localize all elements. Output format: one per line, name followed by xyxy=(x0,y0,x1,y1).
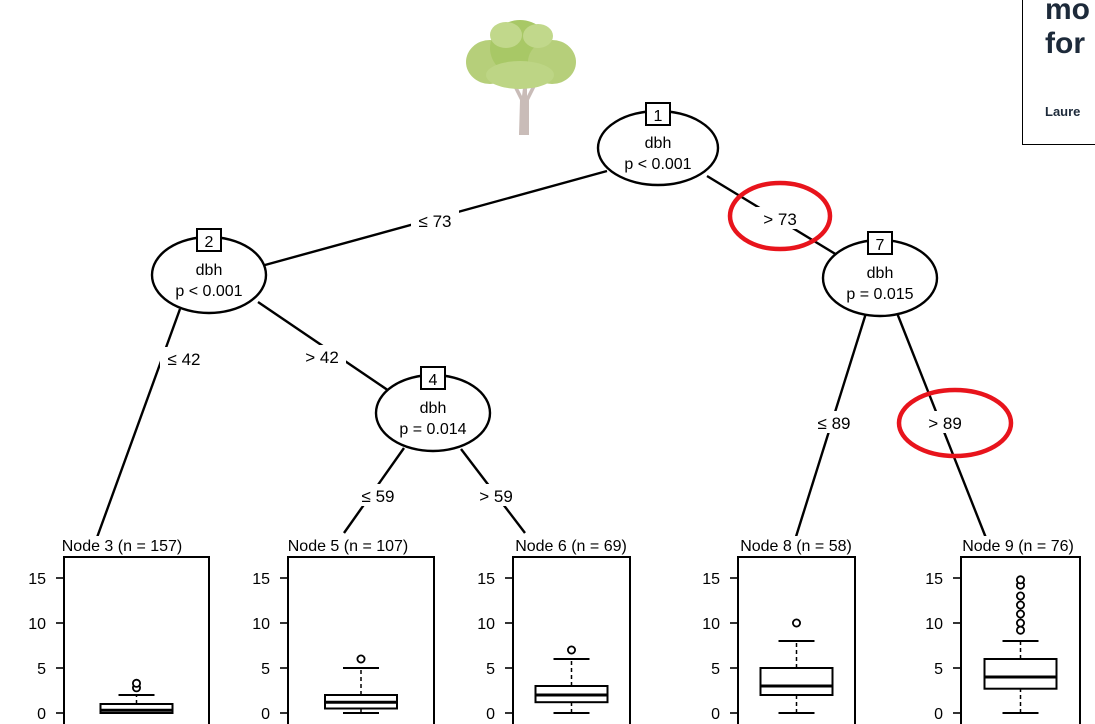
node-1-variable: dbh xyxy=(645,135,672,152)
node-7-id-box xyxy=(867,231,893,255)
edge-label-bg-2-3 xyxy=(160,347,208,369)
terminal-9-outlier-3 xyxy=(1016,600,1026,610)
terminal-8-box xyxy=(759,667,834,696)
terminal-3-ytick-label-0: 0 xyxy=(37,706,46,723)
terminal-6-outlier-0 xyxy=(567,645,577,655)
terminal-3-ytick-label-10: 10 xyxy=(28,616,46,633)
terminal-8-ytick-label-5: 5 xyxy=(711,661,720,678)
edge-label-bg-1-2 xyxy=(411,209,459,231)
terminal-5-ytick-label-5: 5 xyxy=(261,661,270,678)
edge-label-1-7: > 73 xyxy=(763,210,797,229)
terminal-node-9: Node 9 (n = 76) 0 5 10 15 xyxy=(925,536,1081,724)
edge-label-bg-7-9 xyxy=(921,411,969,433)
edge-label-bg-4-5 xyxy=(354,484,402,506)
terminal-6-ytick-label-5: 5 xyxy=(486,661,495,678)
node-4-id: 4 xyxy=(429,372,438,389)
terminal-5-ytick-label-10: 10 xyxy=(252,616,270,633)
terminal-node-6: Node 6 (n = 69) 0 5 10 15 xyxy=(477,536,633,724)
terminal-5-ytick-label-15: 15 xyxy=(252,571,270,588)
terminal-6-ytick-label-0: 0 xyxy=(486,706,495,723)
node-1-pvalue: p < 0.001 xyxy=(624,156,691,173)
corner-title-card: mo for Laure xyxy=(1022,0,1095,145)
terminal-8-outlier-0 xyxy=(792,618,802,628)
terminal-3-ytick-label-5: 5 xyxy=(37,661,46,678)
corner-author: Laure xyxy=(1045,104,1081,119)
terminal-node-5: Node 5 (n = 107) 0 5 10 15 xyxy=(252,536,435,724)
terminal-5-title: Node 5 (n = 107) xyxy=(288,538,409,555)
edge-label-4-6: > 59 xyxy=(479,487,513,506)
terminal-6-ytick-label-15: 15 xyxy=(477,571,495,588)
node-7-id: 7 xyxy=(876,237,885,254)
node-2-id-box xyxy=(196,228,222,252)
node-4-id-box xyxy=(420,366,446,390)
terminal-9-outlier-1 xyxy=(1016,618,1026,628)
corner-title-line1: mo xyxy=(1045,0,1090,26)
terminal-9-box xyxy=(983,658,1058,690)
terminal-6-title: Node 6 (n = 69) xyxy=(515,538,627,555)
terminal-node-3: Node 3 (n = 157) 0 5 10 15 xyxy=(28,536,210,724)
edge-label-bg-4-6 xyxy=(472,484,520,506)
terminal-3-outlier-1 xyxy=(131,678,141,688)
edge-label-bg-1-7 xyxy=(756,207,804,229)
terminal-8-ytick-label-0: 0 xyxy=(711,706,720,723)
node-4-variable: dbh xyxy=(420,400,447,417)
tree-edges xyxy=(93,169,990,544)
edge-labels: ≤ 73 > 73 ≤ 42 > 42 ≤ 59 > 59 ≤ 89 > 89 xyxy=(160,207,969,506)
terminal-9-ytick-label-5: 5 xyxy=(934,661,943,678)
inner-nodes: 1 dbh p < 0.001 2 dbh p < 0.001 4 dbh p = 0.014 7… xyxy=(150,102,939,453)
terminal-3-box xyxy=(99,703,174,714)
terminal-9-title-bg xyxy=(956,536,1080,556)
edge-label-1-2: ≤ 73 xyxy=(419,212,452,231)
edge-label-bg-2-4 xyxy=(298,345,346,367)
edge-label-7-8: ≤ 89 xyxy=(818,414,851,433)
node-2-pvalue: p < 0.001 xyxy=(175,283,242,300)
edge-label-7-9: > 89 xyxy=(928,414,962,433)
terminal-8-title-bg xyxy=(734,536,858,556)
highlight-circle-7-9 xyxy=(896,387,1014,459)
terminal-9-ytick-label-0: 0 xyxy=(934,706,943,723)
terminal-9-outlier-6 xyxy=(1016,575,1026,585)
edge-label-2-4: > 42 xyxy=(305,348,339,367)
terminal-5-outlier-0 xyxy=(356,654,366,664)
terminal-3-frame xyxy=(63,556,210,724)
node-4-pvalue: p = 0.014 xyxy=(399,421,466,438)
terminal-nodes: Node 3 (n = 157) 0 5 10 15 Node 5 (n = 107) 0 5… xyxy=(28,536,1081,724)
corner-title-line2: for xyxy=(1045,27,1085,60)
terminal-9-outlier-0 xyxy=(1016,625,1026,635)
terminal-9-ytick-label-10: 10 xyxy=(925,616,943,633)
terminal-9-title: Node 9 (n = 76) xyxy=(962,538,1074,555)
tree-icon xyxy=(466,20,576,135)
terminal-3-title: Node 3 (n = 157) xyxy=(62,538,183,555)
terminal-6-title-bg xyxy=(509,536,633,556)
node-1-id: 1 xyxy=(654,108,663,125)
terminal-8-ytick-label-15: 15 xyxy=(702,571,720,588)
edge-label-2-3: ≤ 42 xyxy=(168,350,201,369)
terminal-8-title: Node 8 (n = 58) xyxy=(740,538,852,555)
terminal-8-ytick-label-10: 10 xyxy=(702,616,720,633)
highlight-circles xyxy=(727,180,1014,459)
edge-label-4-5: ≤ 59 xyxy=(362,487,395,506)
node-1-id-box xyxy=(645,102,671,126)
node-2-variable: dbh xyxy=(196,262,223,279)
highlight-circle-1-7 xyxy=(727,180,833,252)
terminal-5-ytick-label-0: 0 xyxy=(261,706,270,723)
node-2-id: 2 xyxy=(205,234,214,251)
node-7-variable: dbh xyxy=(867,265,894,282)
terminal-9-outlier-4 xyxy=(1016,591,1026,601)
terminal-5-title-bg xyxy=(286,536,410,556)
terminal-9-ytick-label-15: 15 xyxy=(925,571,943,588)
terminal-6-ytick-label-10: 10 xyxy=(477,616,495,633)
terminal-3-ytick-label-15: 15 xyxy=(28,571,46,588)
edge-label-bg-7-8 xyxy=(810,411,858,433)
terminal-node-8: Node 8 (n = 58) 0 5 10 15 xyxy=(702,536,858,724)
node-7-pvalue: p = 0.015 xyxy=(846,286,913,303)
edge-2-3 xyxy=(93,308,182,544)
terminal-3-title-bg xyxy=(60,536,184,556)
terminal-9-outlier-2 xyxy=(1016,609,1026,619)
